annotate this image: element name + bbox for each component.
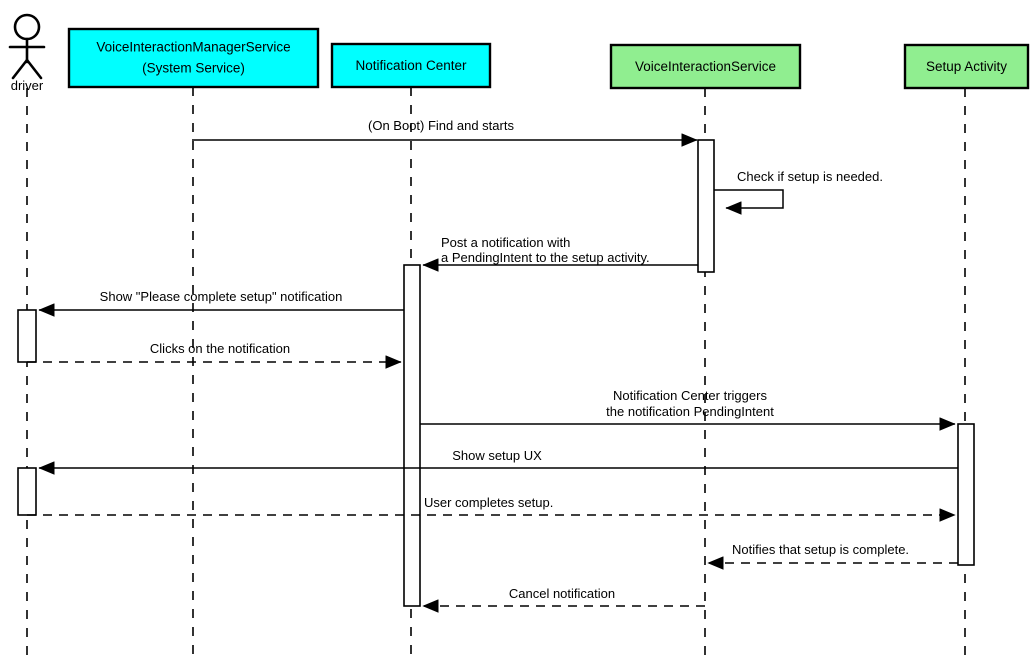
activation-bar-setup-activity[interactable] <box>957 423 975 566</box>
message-label: Clicks on the notification <box>150 341 290 356</box>
activation-bar-voice-interaction-service[interactable] <box>697 139 715 273</box>
participant-notification-center-label: Notification Center <box>355 58 467 73</box>
actor-head-icon <box>13 13 41 41</box>
message-label: Show setup UX <box>452 448 542 463</box>
message-notifies-that-setup-is-complete[interactable]: Notifies that setup is complete. <box>707 542 958 570</box>
message-on-boot-find-and-starts[interactable]: (On Boot) Find and starts <box>192 118 698 147</box>
message-post-a-notification[interactable]: Post a notification with a PendingIntent… <box>422 235 698 272</box>
participant-setup-activity-box[interactable] <box>903 43 1030 90</box>
activation-bars-group <box>17 139 975 607</box>
message-label: Notifies that setup is complete. <box>732 542 909 557</box>
message-clicks-on-the-notification[interactable]: Clicks on the notification <box>27 341 402 369</box>
message-label: Check if setup is needed. <box>737 169 883 184</box>
activation-bar-driver-1[interactable] <box>17 309 37 363</box>
participant-vims-box[interactable] <box>67 27 320 89</box>
participant-voice-interaction-service-box[interactable] <box>609 43 802 90</box>
message-label-line2: the notification PendingIntent <box>606 404 774 419</box>
participant-voice-interaction-service[interactable]: VoiceInteractionService <box>609 43 802 90</box>
actor-leg-left-icon <box>11 58 29 80</box>
activation-bar-driver-2[interactable] <box>17 467 37 516</box>
actor-leg-right-icon <box>25 58 43 80</box>
actor-driver-label: driver <box>11 78 44 93</box>
message-show-setup-ux[interactable]: Show setup UX <box>38 448 958 475</box>
participant-vims-label-line1: VoiceInteractionManagerService <box>96 40 290 55</box>
message-label-line1: Notification Center triggers <box>613 388 767 403</box>
message-label: (On Boot) Find and starts <box>368 118 514 133</box>
participant-setup-activity[interactable]: Setup Activity <box>903 43 1030 90</box>
participant-notification-center-box[interactable] <box>330 42 492 89</box>
participant-setup-activity-label: Setup Activity <box>926 59 1007 74</box>
message-cancel-notification[interactable]: Cancel notification <box>422 586 705 613</box>
participant-vims[interactable]: VoiceInteractionManagerService (System S… <box>67 27 320 89</box>
message-show-please-complete-setup-notification[interactable]: Show "Please complete setup" notificatio… <box>38 289 404 317</box>
message-check-if-setup-is-needed[interactable]: Check if setup is needed. <box>714 169 883 215</box>
message-user-completes-setup[interactable]: User completes setup. <box>27 495 956 522</box>
participant-voice-interaction-service-label: VoiceInteractionService <box>635 59 776 74</box>
participant-notification-center[interactable]: Notification Center <box>330 42 492 89</box>
message-label: Cancel notification <box>509 586 615 601</box>
message-label: User completes setup. <box>424 495 553 510</box>
message-label-line1: Post a notification with <box>441 235 570 250</box>
participant-vims-label-line2: (System Service) <box>142 61 245 76</box>
message-label: Show "Please complete setup" notificatio… <box>100 289 343 304</box>
message-label-line2: a PendingIntent to the setup activity. <box>441 250 650 265</box>
message-self-path <box>714 189 784 215</box>
message-notification-center-triggers-pendingintent[interactable]: Notification Center triggers the notific… <box>420 388 956 431</box>
actor-driver[interactable]: driver <box>8 13 46 93</box>
activation-bar-notification-center[interactable] <box>403 264 421 607</box>
